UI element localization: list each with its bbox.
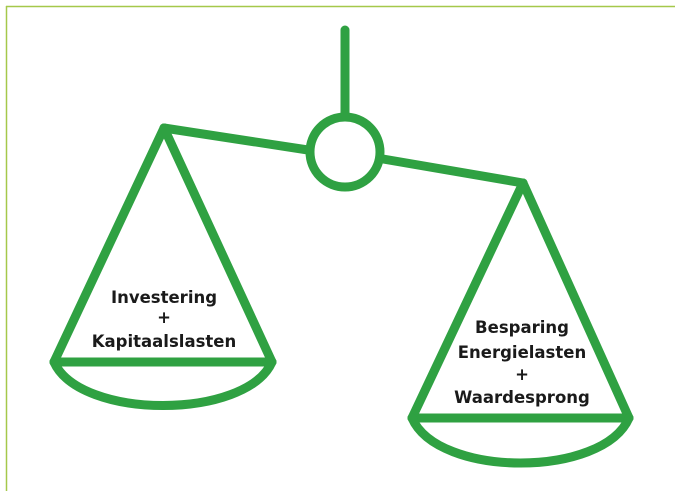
right-pan-line-1: Besparing xyxy=(475,318,569,337)
left-pan-line-1: Investering xyxy=(111,288,217,307)
right-pan-line-3: + xyxy=(515,365,529,384)
right-pan-string-right xyxy=(518,178,634,423)
scale-pivot xyxy=(305,112,385,192)
right-pan-bowl xyxy=(407,413,634,468)
left-pan-string-right xyxy=(159,123,277,367)
left-pan-text: Investering + Kapitaalslasten xyxy=(92,288,236,351)
right-pan-text: Besparing Energielasten + Waardesprong xyxy=(454,318,590,407)
left-pan-line-3: Kapitaalslasten xyxy=(92,332,236,351)
right-pan-line-4: Waardesprong xyxy=(454,388,590,407)
left-pan-line-2: + xyxy=(157,308,171,327)
right-pan-line-2: Energielasten xyxy=(458,343,586,362)
scale-beam-left xyxy=(159,123,313,155)
left-pan-bowl xyxy=(49,357,277,410)
right-pan-string-left xyxy=(407,178,528,423)
scale-beam-right xyxy=(378,154,528,188)
left-pan-string-left xyxy=(49,123,169,367)
